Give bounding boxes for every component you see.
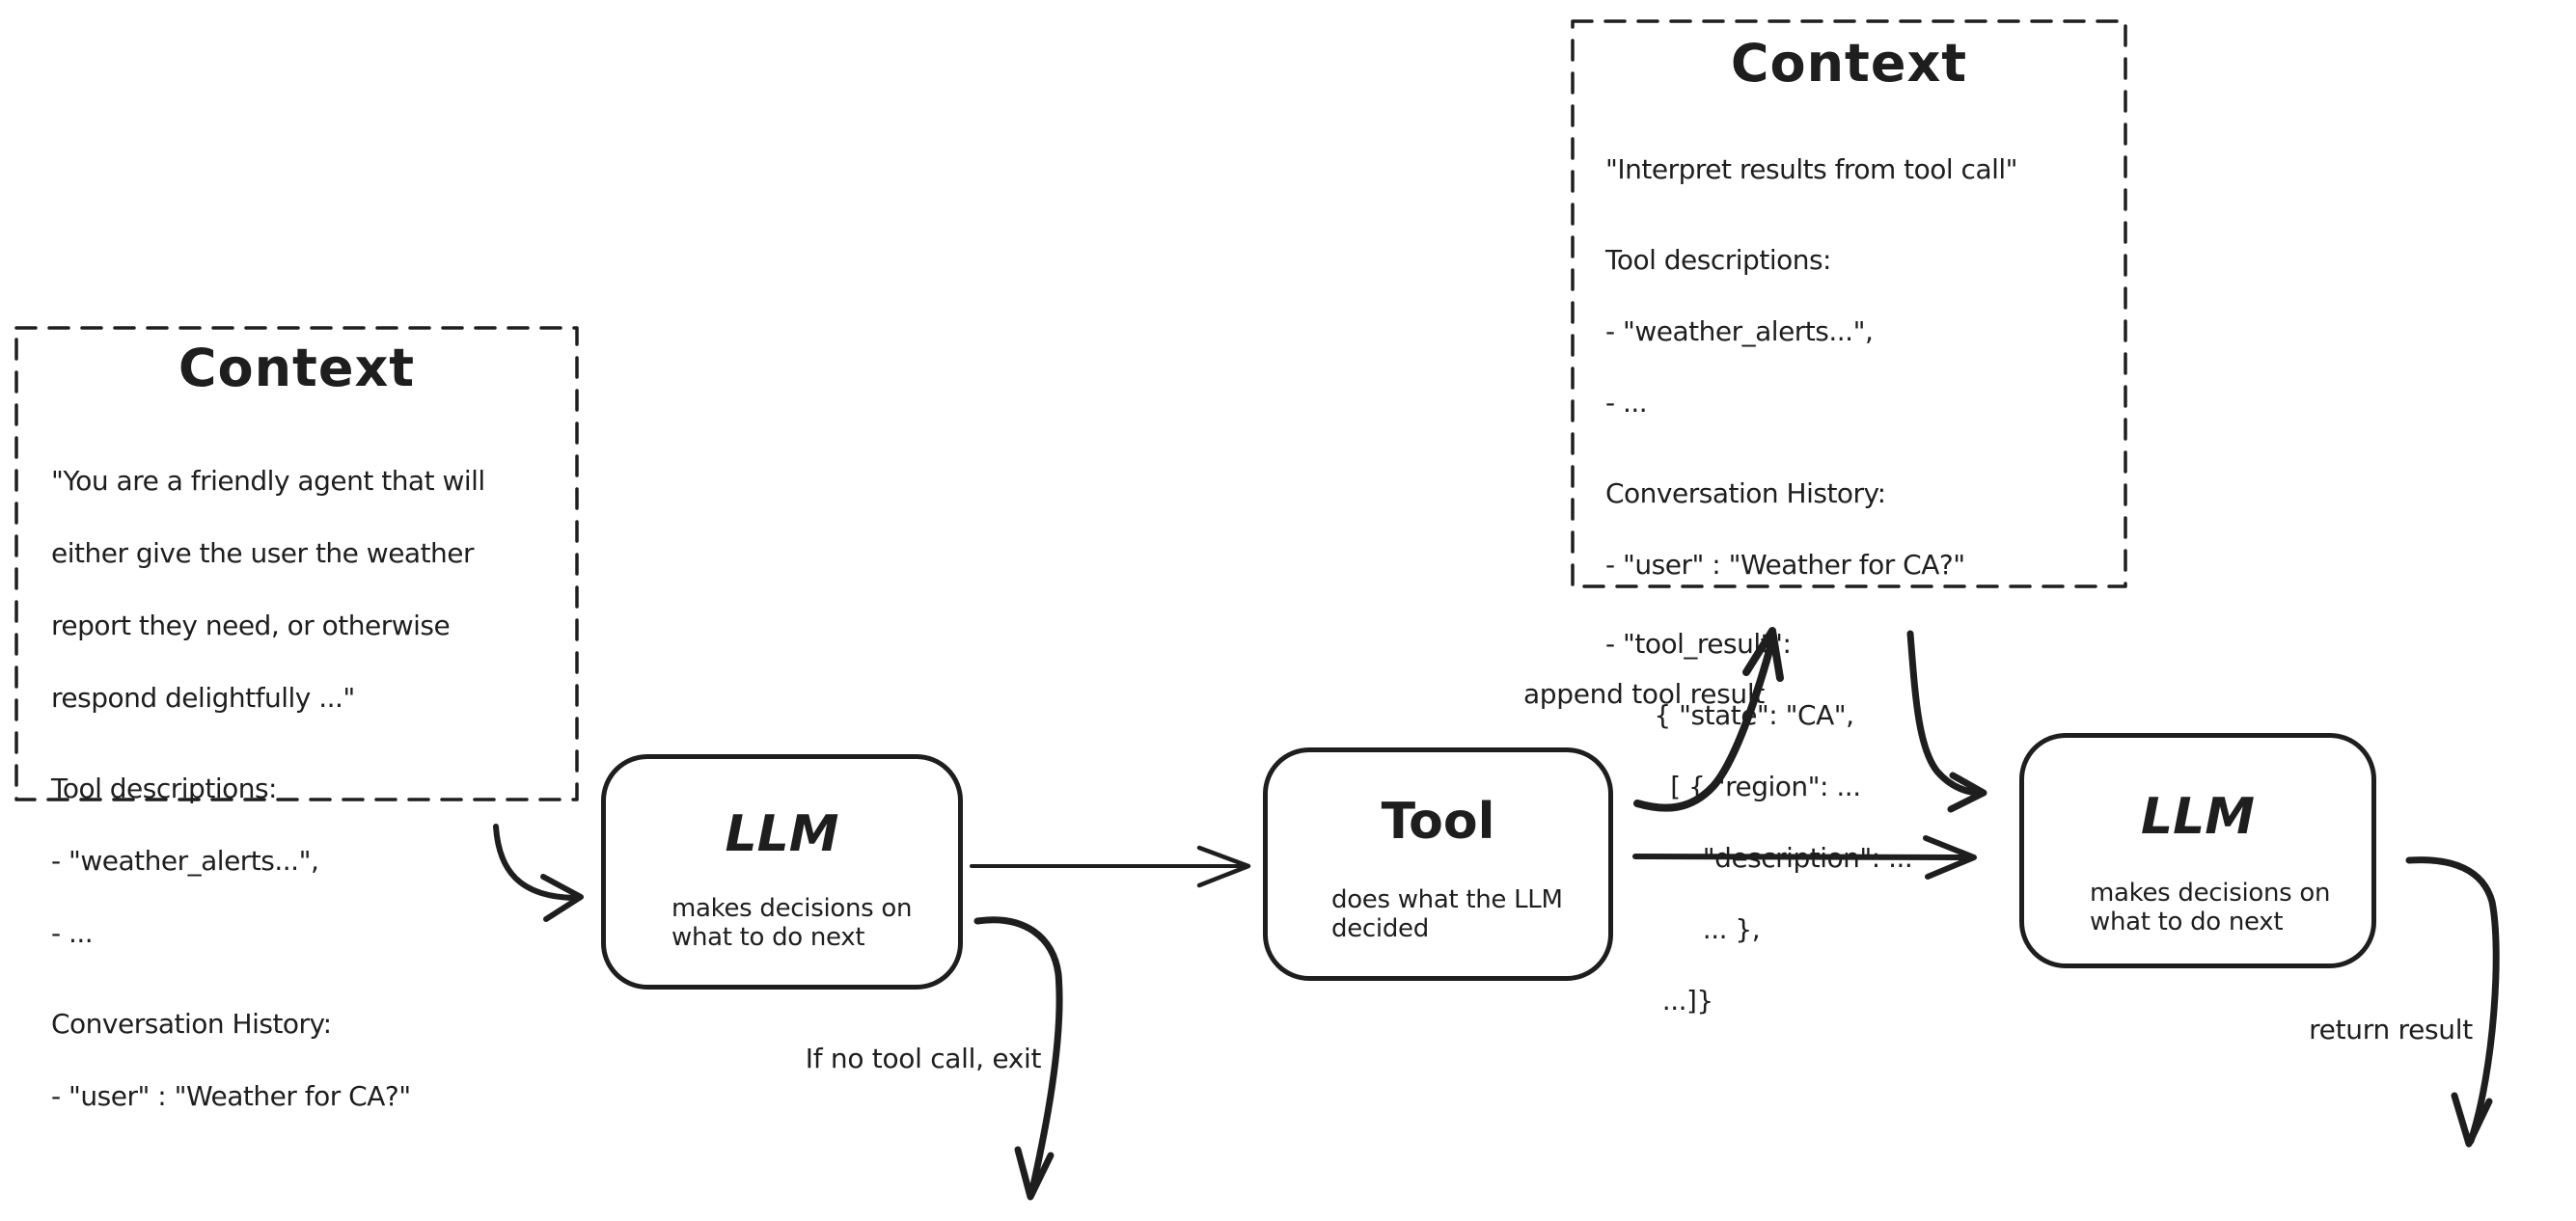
context-right-line: - "weather_alerts...", <box>1605 315 1874 347</box>
label-append-tool-result: append tool result <box>1522 678 1766 710</box>
context-left-line: - "user" : "Weather for CA?" <box>51 1080 411 1112</box>
arrow-context-to-llm1 <box>493 824 578 901</box>
context-left-line: Conversation History: <box>51 1008 332 1040</box>
arrowhead-context-to-llm1 <box>540 874 584 922</box>
context-right-line: "description": ... <box>1605 842 1913 874</box>
arrowhead-tool-to-context <box>1742 627 1784 682</box>
arrow-tool-to-context <box>1633 633 1777 812</box>
context-left-line: report they need, or otherwise <box>51 610 451 641</box>
context-right-line: Conversation History: <box>1605 477 1886 509</box>
context-left-line: - "weather_alerts...", <box>51 845 319 877</box>
arrow-llm2-return <box>2405 856 2500 1145</box>
node-llm-2: LLM makes decisions on what to do next <box>2019 733 2376 968</box>
context-right-line: "Interpret results from tool call" <box>1605 153 2018 185</box>
context-right-line: - "user" : "Weather for CA?" <box>1605 549 1965 581</box>
context-box-left: Context "You are a friendly agent that w… <box>14 326 579 1112</box>
context-left-line: either give the user the weather <box>51 537 475 569</box>
node-llm-2-title: LLM <box>2140 788 2255 846</box>
context-right-line: Tool descriptions: <box>1605 244 1832 276</box>
context-left-line: respond delightfully ..." <box>51 682 355 714</box>
node-llm-1: LLM makes decisions on what to do next <box>601 754 963 990</box>
label-if-no-tool-call-exit: If no tool call, exit <box>805 1043 1042 1074</box>
context-right-dashed-border <box>1571 19 2127 588</box>
context-right-line: ...]} <box>1605 985 1713 1017</box>
context-right-line: - ... <box>1605 387 1648 419</box>
arrow-context-to-llm2 <box>1906 630 1982 797</box>
context-left-dashed-border <box>14 326 579 801</box>
node-tool-title: Tool <box>1381 793 1495 851</box>
context-right-body: "Interpret results from tool call" Tool … <box>1605 116 2018 1055</box>
arrowhead-llm1-exit <box>1014 1146 1055 1201</box>
context-left-line: - ... <box>51 917 94 949</box>
context-left-line: Tool descriptions: <box>51 773 277 804</box>
arrowhead-llm1-to-tool <box>1196 845 1251 888</box>
arrowhead-context-to-llm2 <box>1947 772 1987 813</box>
node-llm-1-subtitle: makes decisions on what to do next <box>671 894 913 952</box>
node-llm-2-subtitle: makes decisions on what to do next <box>2090 879 2331 936</box>
node-tool-subtitle: does what the LLM decided <box>1331 885 1563 943</box>
context-box-right: Context "Interpret results from tool cal… <box>1571 19 2127 1017</box>
arrow-llm1-exit <box>973 916 1063 1198</box>
arrow-tool-to-llm2 <box>1632 854 1971 860</box>
node-llm-1-title: LLM <box>725 805 839 863</box>
context-right-line: { "state": "CA", <box>1605 699 1854 731</box>
arrowhead-tool-to-llm2 <box>1923 835 1977 880</box>
context-left-title: Context <box>178 338 416 398</box>
context-left-body: "You are a friendly agent that will eith… <box>51 426 485 1151</box>
context-right-line: ... }, <box>1605 913 1761 945</box>
context-right-title: Context <box>1730 33 1968 94</box>
context-right-line: - "tool_result": <box>1605 628 1792 660</box>
arrowhead-llm2-return <box>2451 1092 2493 1148</box>
context-left-line: "You are a friendly agent that will <box>51 465 485 497</box>
node-tool: Tool does what the LLM decided <box>1263 747 1613 981</box>
label-return-result: return result <box>2309 1014 2473 1045</box>
context-right-line: [ { "region": ... <box>1605 771 1861 802</box>
